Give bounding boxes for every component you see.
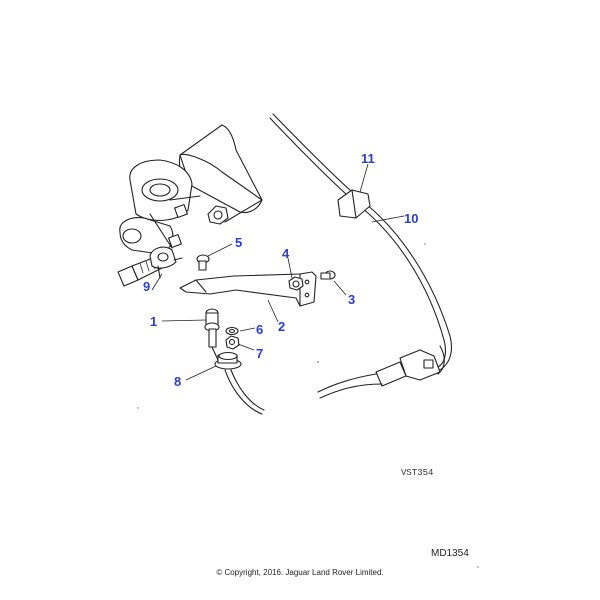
nut-shaft (207, 205, 229, 225)
callout-6: 6 (256, 322, 263, 337)
screw-5 (196, 254, 210, 271)
callout-4: 4 (282, 246, 290, 261)
callout-9: 9 (143, 279, 150, 294)
nut-7 (225, 335, 240, 350)
clip-11 (337, 189, 371, 219)
callout-11: 11 (361, 151, 375, 166)
bracket-2 (179, 271, 317, 307)
washer-6 (225, 326, 239, 336)
document-code: MD1354 (431, 548, 469, 559)
callout-8: 8 (174, 374, 181, 389)
callout-1: 1 (150, 314, 157, 329)
callout-7: 7 (256, 346, 263, 361)
bolt-9 (117, 246, 183, 287)
copyright-notice: © Copyright, 2016. Jaguar Land Rover Lim… (216, 568, 384, 577)
callout-2: 2 (278, 319, 285, 334)
callout-3: 3 (348, 292, 355, 307)
grommet-8 (214, 351, 242, 370)
connector (317, 349, 441, 399)
propshaft-assembly (119, 124, 263, 255)
drawing-reference-code: VST354 (401, 468, 434, 478)
callout-10: 10 (404, 211, 418, 226)
speed-sensor-1 (204, 308, 220, 361)
nut-4 (288, 276, 304, 291)
sensor-cable (224, 369, 263, 415)
callout-5: 5 (235, 235, 242, 250)
screw-3 (320, 270, 336, 280)
